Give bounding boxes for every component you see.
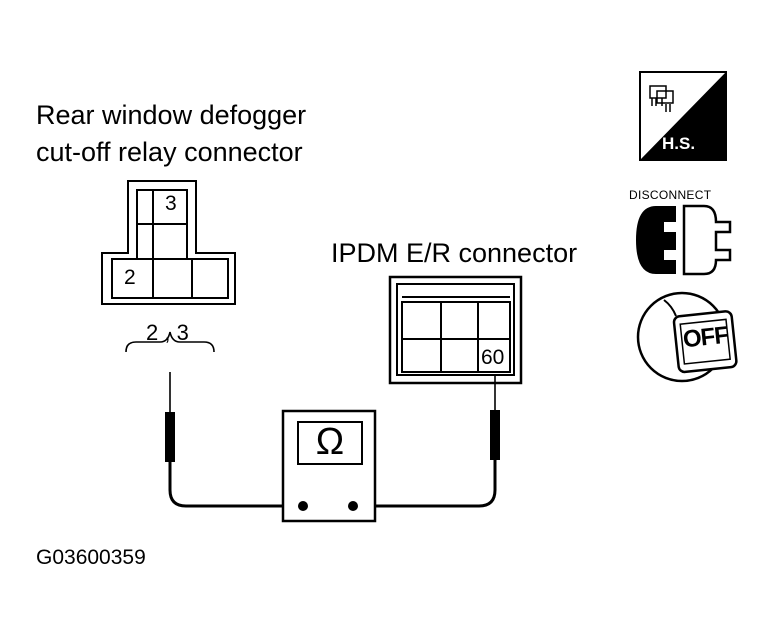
- right-probe: [490, 375, 500, 480]
- harness-side-icon: [639, 71, 727, 161]
- ignition-off-label: OFF: [681, 321, 730, 354]
- figure-code: G03600359: [36, 546, 146, 569]
- relay-connector-title-line1: Rear window defogger: [36, 100, 307, 130]
- relay-connector: [101, 180, 236, 305]
- harness-side-label: H.S.: [662, 134, 696, 153]
- meter-terminal-right: [348, 501, 358, 511]
- disconnect-icon: [636, 204, 732, 276]
- ipdm-connector-title: IPDM E/R connector: [331, 238, 578, 268]
- ignition-key-off-icon: [636, 291, 738, 383]
- ipdm-pin-60-label: 60: [481, 346, 505, 369]
- relay-pin-2-label: 2: [124, 266, 136, 289]
- relay-connector-title-line2: cut-off relay connector: [36, 137, 303, 167]
- pin-group-brace: [125, 331, 215, 353]
- left-lead-wire: [168, 480, 300, 508]
- right-lead-wire: [353, 480, 497, 508]
- ohm-symbol: Ω: [315, 421, 345, 463]
- disconnect-label: DISCONNECT: [629, 188, 712, 202]
- meter-terminal-left: [298, 501, 308, 511]
- ohmmeter: [281, 409, 377, 523]
- ipdm-connector: [388, 275, 523, 385]
- probe-pins-label: 2 , 3: [146, 320, 189, 345]
- relay-pin-3-label: 3: [165, 192, 177, 215]
- left-probe: [165, 372, 175, 480]
